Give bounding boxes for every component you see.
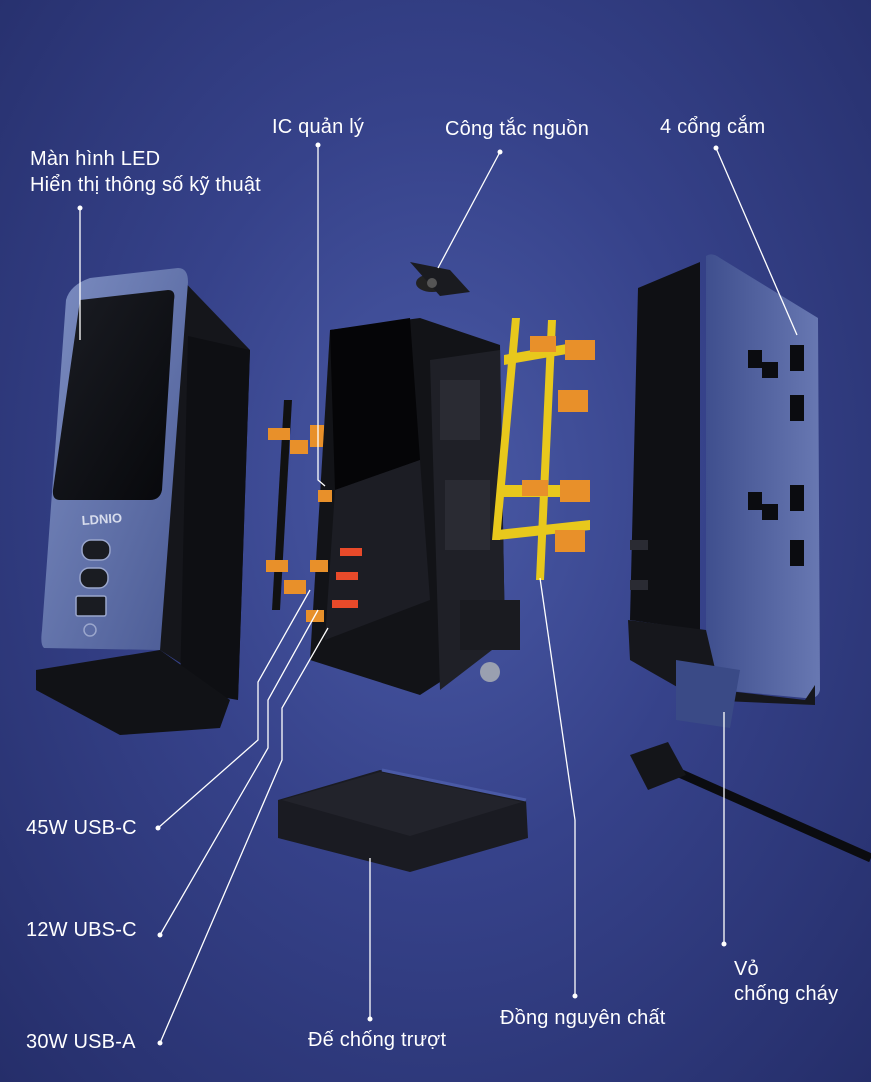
usbc-contact-1 (340, 548, 362, 556)
usba-30w-label: 30W USB-A (26, 1031, 136, 1053)
usba-contact (332, 600, 358, 608)
shell-label-line1: Vỏ (734, 958, 759, 980)
shell-label-line2: chống cháy (734, 983, 839, 1005)
usba-port (75, 595, 107, 617)
outlets-label: 4 cổng cắm (660, 116, 766, 138)
led-label-line2: Hiển thị thông số kỹ thuật (30, 174, 261, 196)
base-label: Đế chống trượt (308, 1029, 447, 1051)
usbc-port-2 (79, 567, 109, 589)
power-switch-label: Công tắc nguồn (445, 118, 590, 140)
callout-dots (77, 142, 727, 1046)
anti-slip-base (278, 768, 528, 872)
front-panel: LDNIO (36, 268, 250, 735)
callout-lines (79, 145, 798, 1044)
usbc-contact-2 (336, 572, 358, 580)
copper-frame (492, 318, 595, 580)
left-copper-strip (266, 400, 324, 610)
led-label-line1: Màn hình LED (30, 148, 161, 170)
led-screen (52, 290, 175, 500)
brand-logo: LDNIO (81, 510, 122, 528)
copper-label: Đồng nguyên chất (500, 1007, 666, 1029)
power-switch (410, 262, 470, 296)
core-module (306, 318, 520, 695)
ic-label: IC quản lý (272, 116, 365, 138)
usbc-port-1 (81, 539, 111, 561)
usbc-45w-label: 45W USB-C (26, 817, 137, 839)
power-cable (630, 742, 871, 863)
outlet-shell (628, 254, 820, 728)
usbc-12w-label: 12W UBS-C (26, 919, 137, 941)
